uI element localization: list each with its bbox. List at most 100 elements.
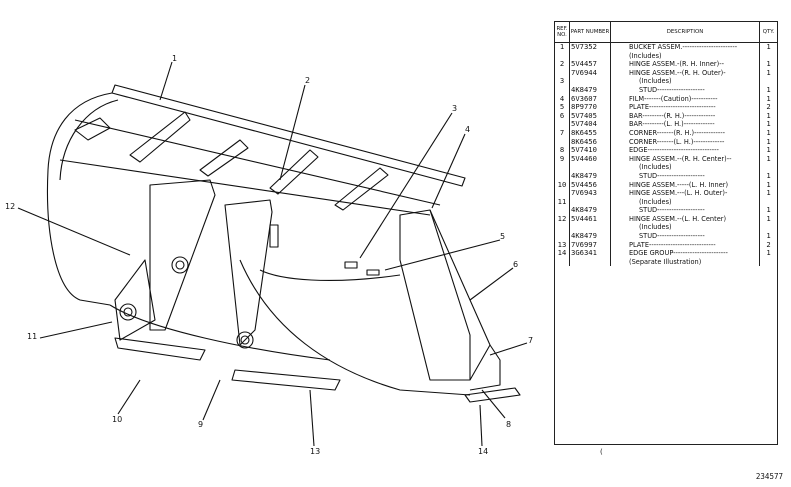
ref-no-cell bbox=[555, 137, 570, 147]
description-cell: (Includes) bbox=[639, 163, 672, 172]
description-cell: CORNER-------(R. H.)------------- bbox=[629, 128, 725, 137]
description-cell: HINGE ASSEM.-----(L. H. Inner) bbox=[629, 180, 729, 189]
ref-no-cell bbox=[555, 51, 570, 61]
ref-no-cell bbox=[555, 232, 570, 241]
description-cell: (Separate Illustration) bbox=[629, 257, 702, 266]
header-qty: QTY. bbox=[759, 22, 777, 43]
description-cell: EDGE GROUP----------------------- bbox=[629, 249, 728, 258]
part-number-cell: 8K6456 bbox=[569, 137, 611, 147]
callout-1: 1 bbox=[172, 54, 178, 63]
qty-cell bbox=[759, 257, 777, 267]
description-cell: HINGE ASSEM.--(R. H. Outer)- bbox=[629, 68, 726, 77]
ref-no-cell: 14 bbox=[555, 249, 570, 258]
ref-no-cell: 3 bbox=[555, 77, 570, 86]
description-cell: (Includes) bbox=[629, 51, 662, 60]
part-number-cell: 5V7404 bbox=[569, 120, 611, 129]
callout-8: 8 bbox=[506, 420, 512, 429]
part-number-cell: 8P9770 bbox=[569, 103, 611, 112]
ref-no-cell bbox=[555, 163, 570, 172]
part-number-cell bbox=[569, 257, 611, 267]
qty-cell: 1 bbox=[759, 137, 777, 147]
ref-no-cell: 12 bbox=[555, 214, 570, 224]
part-number-cell: 3G6341 bbox=[569, 249, 611, 258]
ref-no-cell: 2 bbox=[555, 60, 570, 69]
qty-cell bbox=[759, 51, 777, 61]
table-row: (Includes) bbox=[555, 163, 777, 172]
qty-cell bbox=[759, 163, 777, 172]
ref-no-cell: 1 bbox=[555, 42, 570, 52]
ref-no-cell: 11 bbox=[555, 197, 570, 207]
qty-cell: 1 bbox=[759, 214, 777, 224]
ref-no-cell: 5 bbox=[555, 103, 570, 112]
part-number-cell bbox=[569, 163, 611, 172]
ref-no-cell: 8 bbox=[555, 146, 570, 155]
qty-cell: 1 bbox=[759, 111, 777, 121]
qty-cell: 1 bbox=[759, 85, 777, 95]
part-number-cell: 5V4461 bbox=[569, 214, 611, 224]
description-cell: PLATE---------------------------- bbox=[629, 240, 716, 249]
callout-12: 12 bbox=[5, 202, 16, 211]
ref-no-cell: 13 bbox=[555, 240, 570, 250]
footer-mark: ( bbox=[600, 448, 603, 456]
table-row: (Includes) bbox=[555, 223, 777, 233]
ref-no-cell bbox=[555, 120, 570, 129]
description-cell: (Includes) bbox=[639, 77, 672, 86]
part-number-cell: 7V6943 bbox=[569, 189, 611, 198]
header-ref-no: REF. NO. bbox=[555, 22, 570, 43]
ref-no-cell: 10 bbox=[555, 180, 570, 190]
part-number-cell: 5V7405 bbox=[569, 111, 611, 121]
callout-2: 2 bbox=[305, 76, 311, 85]
qty-cell: 2 bbox=[759, 240, 777, 250]
qty-cell: 1 bbox=[759, 128, 777, 138]
part-number-cell: 7V6997 bbox=[569, 240, 611, 250]
qty-cell: 1 bbox=[759, 189, 777, 198]
callout-14: 14 bbox=[478, 447, 489, 456]
ref-no-cell: 4 bbox=[555, 94, 570, 104]
ref-no-cell bbox=[555, 223, 570, 233]
qty-cell bbox=[759, 197, 777, 207]
description-cell: BAR---------(R. H.)------------- bbox=[629, 111, 716, 120]
qty-cell bbox=[759, 223, 777, 233]
table-row: 3 (Includes) bbox=[555, 77, 777, 86]
qty-cell: 1 bbox=[759, 232, 777, 241]
table-row: 5V7404 BAR---------(L. H.)------------- 1 bbox=[555, 120, 777, 129]
qty-cell bbox=[759, 77, 777, 86]
qty-cell: 1 bbox=[759, 120, 777, 129]
ref-no-cell bbox=[555, 189, 570, 198]
ref-no-cell bbox=[555, 206, 570, 215]
description-cell: FILM-------(Caution)----------- bbox=[629, 94, 718, 103]
part-number-cell: 5V4457 bbox=[569, 60, 611, 69]
part-number-cell: 5V4460 bbox=[569, 154, 611, 164]
description-cell: HINGE ASSEM.--(R. H. Center)-- bbox=[629, 154, 732, 163]
description-cell: STUD-------------------- bbox=[639, 232, 705, 241]
callout-5: 5 bbox=[500, 232, 506, 241]
part-number-cell bbox=[569, 197, 611, 207]
part-number-cell: 6V3607 bbox=[569, 94, 611, 104]
callout-4: 4 bbox=[465, 125, 471, 134]
description-cell: HINGE ASSEM.--(L. H. Center) bbox=[629, 214, 727, 223]
figure-number: 234577 bbox=[755, 472, 783, 481]
ref-no-cell: 7 bbox=[555, 128, 570, 138]
description-cell: HINGE ASSEM.---(L. H. Outer)- bbox=[629, 189, 728, 198]
description-cell: BAR---------(L. H.)------------- bbox=[629, 120, 715, 129]
description-cell: STUD-------------------- bbox=[639, 171, 705, 180]
description-cell: (Includes) bbox=[639, 197, 672, 206]
description-cell: STUD-------------------- bbox=[639, 85, 705, 94]
